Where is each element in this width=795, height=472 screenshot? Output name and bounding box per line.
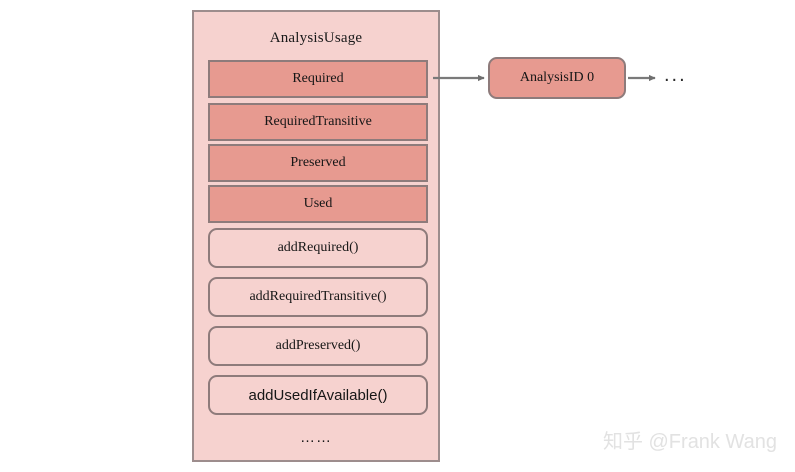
class-title: AnalysisUsage	[269, 30, 363, 46]
method-add-preserved[interactable]: addPreserved()	[208, 326, 428, 366]
method-add-required[interactable]: addRequired()	[208, 228, 428, 268]
field-preserved[interactable]: Preserved	[208, 144, 428, 182]
watermark: 知乎 @Frank Wang	[602, 431, 777, 453]
analysis-usage-class-panel: AnalysisUsage Required RequiredTransitiv…	[192, 10, 440, 462]
trailing-ellipsis: ...	[664, 64, 687, 86]
method-add-used-if-available[interactable]: addUsedIfAvailable()	[208, 375, 428, 415]
field-required[interactable]: Required	[208, 60, 428, 98]
more-members-ellipsis: ……	[300, 429, 332, 446]
analysis-id-node[interactable]: AnalysisID 0	[488, 57, 626, 99]
field-required-transitive[interactable]: RequiredTransitive	[208, 103, 428, 141]
method-add-required-transitive[interactable]: addRequiredTransitive()	[208, 277, 428, 317]
field-used[interactable]: Used	[208, 185, 428, 223]
